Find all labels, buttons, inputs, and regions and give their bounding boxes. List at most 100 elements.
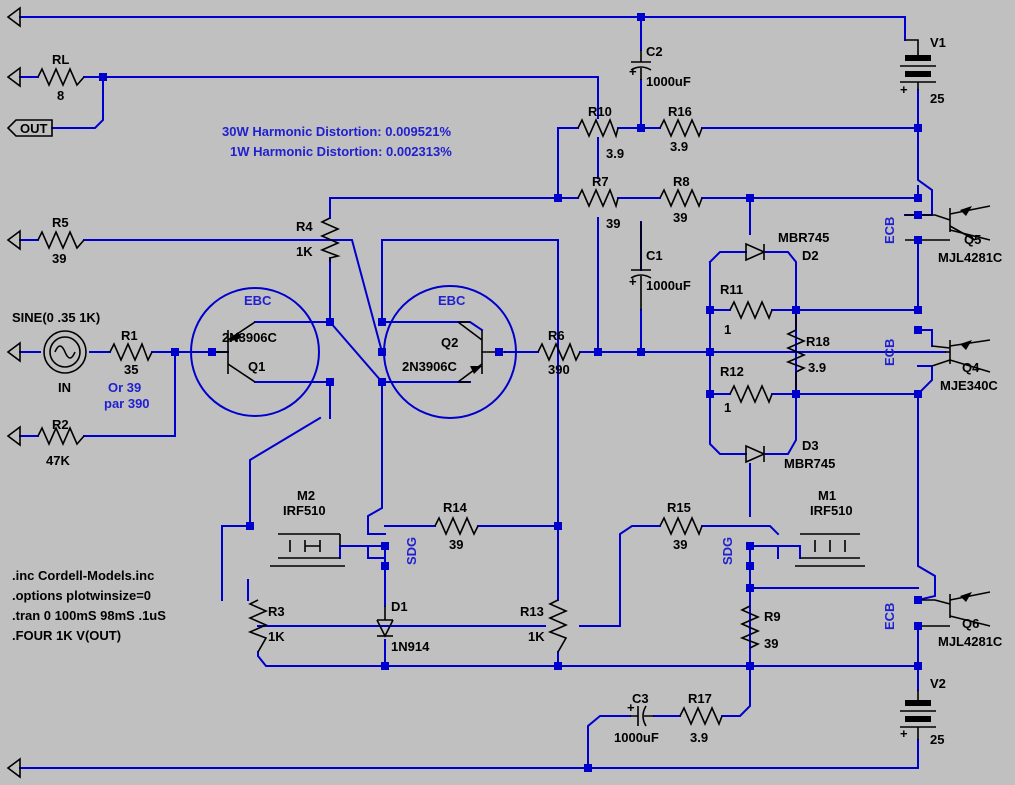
resistor-r2 [37, 426, 85, 446]
junction-dots [99, 13, 922, 772]
svg-text:SDG: SDG [404, 537, 419, 565]
svg-text:47K: 47K [46, 453, 70, 468]
svg-text:Q5: Q5 [964, 232, 981, 247]
svg-text:IRF510: IRF510 [810, 503, 853, 518]
resistors [37, 67, 806, 727]
resistor-r14 [434, 516, 479, 536]
mosfet-m1 [795, 533, 865, 567]
svg-text:1: 1 [724, 400, 731, 415]
svg-text:R1: R1 [121, 328, 138, 343]
svg-text:ECB: ECB [882, 339, 897, 366]
svg-text:ECB: ECB [882, 603, 897, 630]
svg-text:R11: R11 [720, 282, 743, 297]
svg-text:+: + [629, 64, 637, 79]
svg-text:V2: V2 [930, 676, 946, 691]
svg-text:1000uF: 1000uF [646, 74, 691, 89]
transistor-q4 [931, 339, 991, 373]
resistor-r11 [729, 300, 773, 321]
svg-text:R6: R6 [548, 328, 565, 343]
diode-d1 [376, 606, 394, 638]
resistor-r12 [729, 384, 773, 405]
pin-labels: EBC EBC Or 39 par 390 ECB ECB ECB SDG SD… [104, 217, 897, 630]
resistor-r15 [659, 516, 703, 537]
svg-text:MJL4281C: MJL4281C [938, 634, 1003, 649]
distortion-notes: 30W Harmonic Distortion: 0.009521% 1W Ha… [222, 124, 452, 159]
transistor-q1 [190, 287, 320, 417]
out-port[interactable]: OUT [6, 119, 53, 137]
svg-text:R7: R7 [592, 174, 609, 189]
svg-text:SDG: SDG [720, 537, 735, 565]
resistor-r4 [319, 217, 341, 259]
resistor-r3 [247, 599, 268, 653]
svg-text:+: + [627, 700, 635, 715]
capacitor-c3 [630, 705, 654, 727]
svg-text:MBR745: MBR745 [778, 230, 829, 245]
svg-text:V1: V1 [930, 35, 946, 50]
svg-text:R10: R10 [588, 104, 612, 119]
polarity-marks: + + + + + [627, 64, 908, 741]
resistor-r13 [547, 599, 568, 653]
svg-text:35: 35 [124, 362, 138, 377]
svg-text:R2: R2 [52, 417, 69, 432]
directive-inc: .inc Cordell-Models.inc [12, 568, 154, 583]
svg-text:R3: R3 [268, 604, 285, 619]
svg-text:RL: RL [52, 52, 69, 67]
svg-text:R17: R17 [688, 691, 712, 706]
svg-text:EBC: EBC [438, 293, 466, 308]
svg-text:M2: M2 [297, 488, 315, 503]
svg-text:390: 390 [548, 362, 570, 377]
svg-text:R9: R9 [764, 609, 781, 624]
resistor-r17 [679, 706, 723, 727]
svg-text:D1: D1 [391, 599, 408, 614]
svg-text:R15: R15 [667, 500, 691, 515]
resistor-r6 [537, 341, 581, 362]
svg-text:R5: R5 [52, 215, 69, 230]
resistor-r7 [577, 187, 619, 209]
svg-text:2N3906C: 2N3906C [222, 330, 278, 345]
ground-terminals [6, 6, 21, 779]
diode-d2 [745, 242, 766, 262]
svg-text:R18: R18 [806, 334, 830, 349]
svg-text:MBR745: MBR745 [784, 456, 835, 471]
resistor-r10 [577, 117, 619, 139]
svg-text:par 390: par 390 [104, 396, 150, 411]
svg-text:39: 39 [673, 537, 687, 552]
svg-text:C1: C1 [646, 248, 663, 263]
transistor-q6 [918, 591, 991, 627]
sine-source [43, 330, 87, 374]
battery-v2 [900, 690, 936, 740]
capacitors [630, 50, 654, 727]
svg-text:1000uF: 1000uF [614, 730, 659, 745]
svg-text:3.9: 3.9 [808, 360, 826, 375]
resistor-r9 [739, 605, 760, 649]
svg-text:1000uF: 1000uF [646, 278, 691, 293]
resistor-r16 [659, 118, 703, 139]
svg-text:R16: R16 [668, 104, 692, 119]
svg-text:D3: D3 [802, 438, 819, 453]
svg-text:C2: C2 [646, 44, 663, 59]
distortion-30w: 30W Harmonic Distortion: 0.009521% [222, 124, 451, 139]
svg-text:Q1: Q1 [248, 359, 265, 374]
svg-text:M1: M1 [818, 488, 836, 503]
svg-text:1K: 1K [268, 629, 285, 644]
svg-text:1N914: 1N914 [391, 639, 430, 654]
svg-text:39: 39 [764, 636, 778, 651]
svg-text:R14: R14 [443, 500, 468, 515]
svg-text:3.9: 3.9 [606, 146, 624, 161]
svg-text:3.9: 3.9 [670, 139, 688, 154]
resistor-r5 [37, 230, 85, 250]
svg-text:25: 25 [930, 91, 944, 106]
svg-text:EBC: EBC [244, 293, 272, 308]
svg-text:39: 39 [673, 210, 687, 225]
distortion-1w: 1W Harmonic Distortion: 0.002313% [230, 144, 452, 159]
svg-text:IRF510: IRF510 [283, 503, 326, 518]
resistor-r1 [109, 341, 153, 362]
svg-text:39: 39 [449, 537, 463, 552]
svg-text:Q4: Q4 [962, 360, 980, 375]
svg-text:39: 39 [52, 251, 66, 266]
svg-text:D2: D2 [802, 248, 819, 263]
svg-text:Q2: Q2 [441, 335, 458, 350]
svg-text:25: 25 [930, 732, 944, 747]
